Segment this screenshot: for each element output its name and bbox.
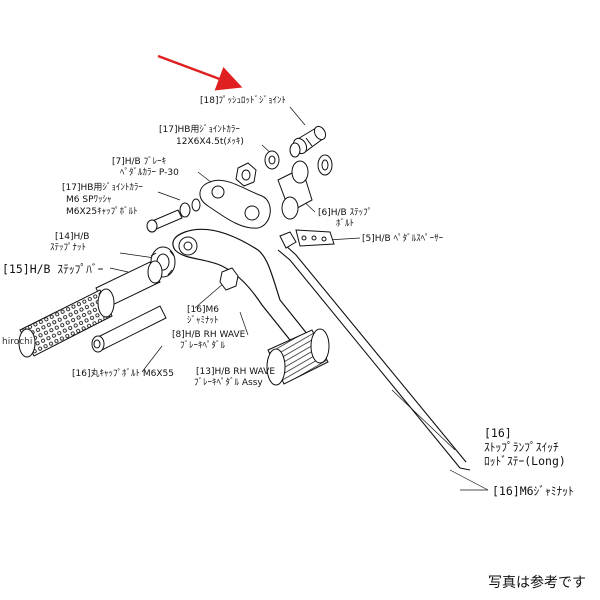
red-pointer-arrow	[157, 54, 243, 91]
label-step-bar: [15]H/B ｽﾃｯﾌﾟﾊﾞｰ	[2, 262, 104, 276]
label-brake-pedal: [8]H/B RH WAVE	[172, 330, 246, 340]
step-bar	[18, 260, 163, 358]
brake-pedal-arm	[172, 228, 329, 361]
label-pushrod-joint: [18]ﾌﾟｯｼｭﾛｯﾄﾞｼﾞｮｲﾝﾄ	[200, 96, 286, 106]
label-stop-switch-rod-num: [16]	[484, 426, 512, 440]
joint-collar-17a	[264, 150, 280, 170]
label-cap-bolt-m6x25: M6X25ｷｬｯﾌﾟﾎﾞﾙﾄ	[66, 207, 138, 217]
brake-pedal-step	[266, 328, 330, 386]
cap-bolt-m6x25	[146, 198, 201, 233]
label-step-bolt-sub: ﾎﾞﾙﾄ	[336, 219, 355, 229]
label-brake-pedal-assy: [13]H/B RH WAVE	[196, 367, 276, 377]
label-joint-collar-17b: [17]HB用ｼﾞｮｲﾝﾄｶﾗｰ	[62, 183, 143, 193]
stop-switch-rod	[277, 243, 471, 471]
label-jam-nut-m6-lower: [16]M6ｼﾞｬﾐﾅｯﾄ	[492, 484, 574, 498]
joint-collar-17c	[289, 142, 301, 158]
pedal-collar-plate	[199, 179, 271, 229]
label-sp-washer: M6 SPﾜｯｼｬ	[66, 195, 112, 205]
label-step-bolt: [6]H/B ｽﾃｯﾌﾟ	[318, 208, 373, 218]
pedal-spacer	[317, 154, 333, 176]
label-jam-nut-m6: [16]M6	[187, 305, 219, 315]
label-step-nut-sub: ｽﾃｯﾌﾟﾅｯﾄ	[50, 243, 87, 253]
top-nut	[235, 162, 257, 187]
label-joint-collar-17a-spec: 12X6X4.5t(ﾒｯｷ)	[176, 137, 244, 147]
jam-nut-m6	[219, 267, 239, 291]
label-jam-nut-m6-sub: ｼﾞｬﾐﾅｯﾄ	[187, 316, 219, 326]
label-stop-switch-rod: ｽﾄｯﾌﾟﾗﾝﾌﾟｽｲｯﾁ	[484, 440, 559, 454]
label-brake-pedal-collar-spec: ﾍﾟﾀﾞﾙｶﾗｰ P-30	[120, 168, 179, 178]
watermark-text: hirochi	[2, 337, 33, 347]
label-brake-pedal-assy-sub: ﾌﾞﾚｰｷﾍﾟﾀﾞﾙ Assy	[194, 378, 263, 388]
step-bolt-collar	[277, 160, 313, 220]
reference-photo-note: 写真は参考です	[488, 575, 586, 591]
rod-bracket	[295, 229, 335, 247]
label-step-nut: [14]H/B	[55, 232, 90, 242]
label-cap-bolt-m6x55: [16]丸ｷｬｯﾌﾟﾎﾞﾙﾄ M6X55	[72, 369, 174, 379]
label-brake-pedal-collar: [7]H/B ﾌﾞﾚｰｷ	[112, 157, 167, 167]
label-brake-pedal-sub: ﾌﾞﾚｰｷﾍﾟﾀﾞﾙ	[180, 341, 226, 351]
label-pedal-spacer: [5]H/B ﾍﾟﾀﾞﾙｽﾍﾟｰｻｰ	[362, 234, 444, 244]
label-joint-collar-17a: [17]HB用ｼﾞｮｲﾝﾄｶﾗｰ	[159, 125, 240, 135]
label-stop-switch-rod-long: ﾛｯﾄﾞｽﾃｰ(Long)	[484, 454, 566, 468]
cap-bolt-m6x55	[91, 305, 167, 353]
